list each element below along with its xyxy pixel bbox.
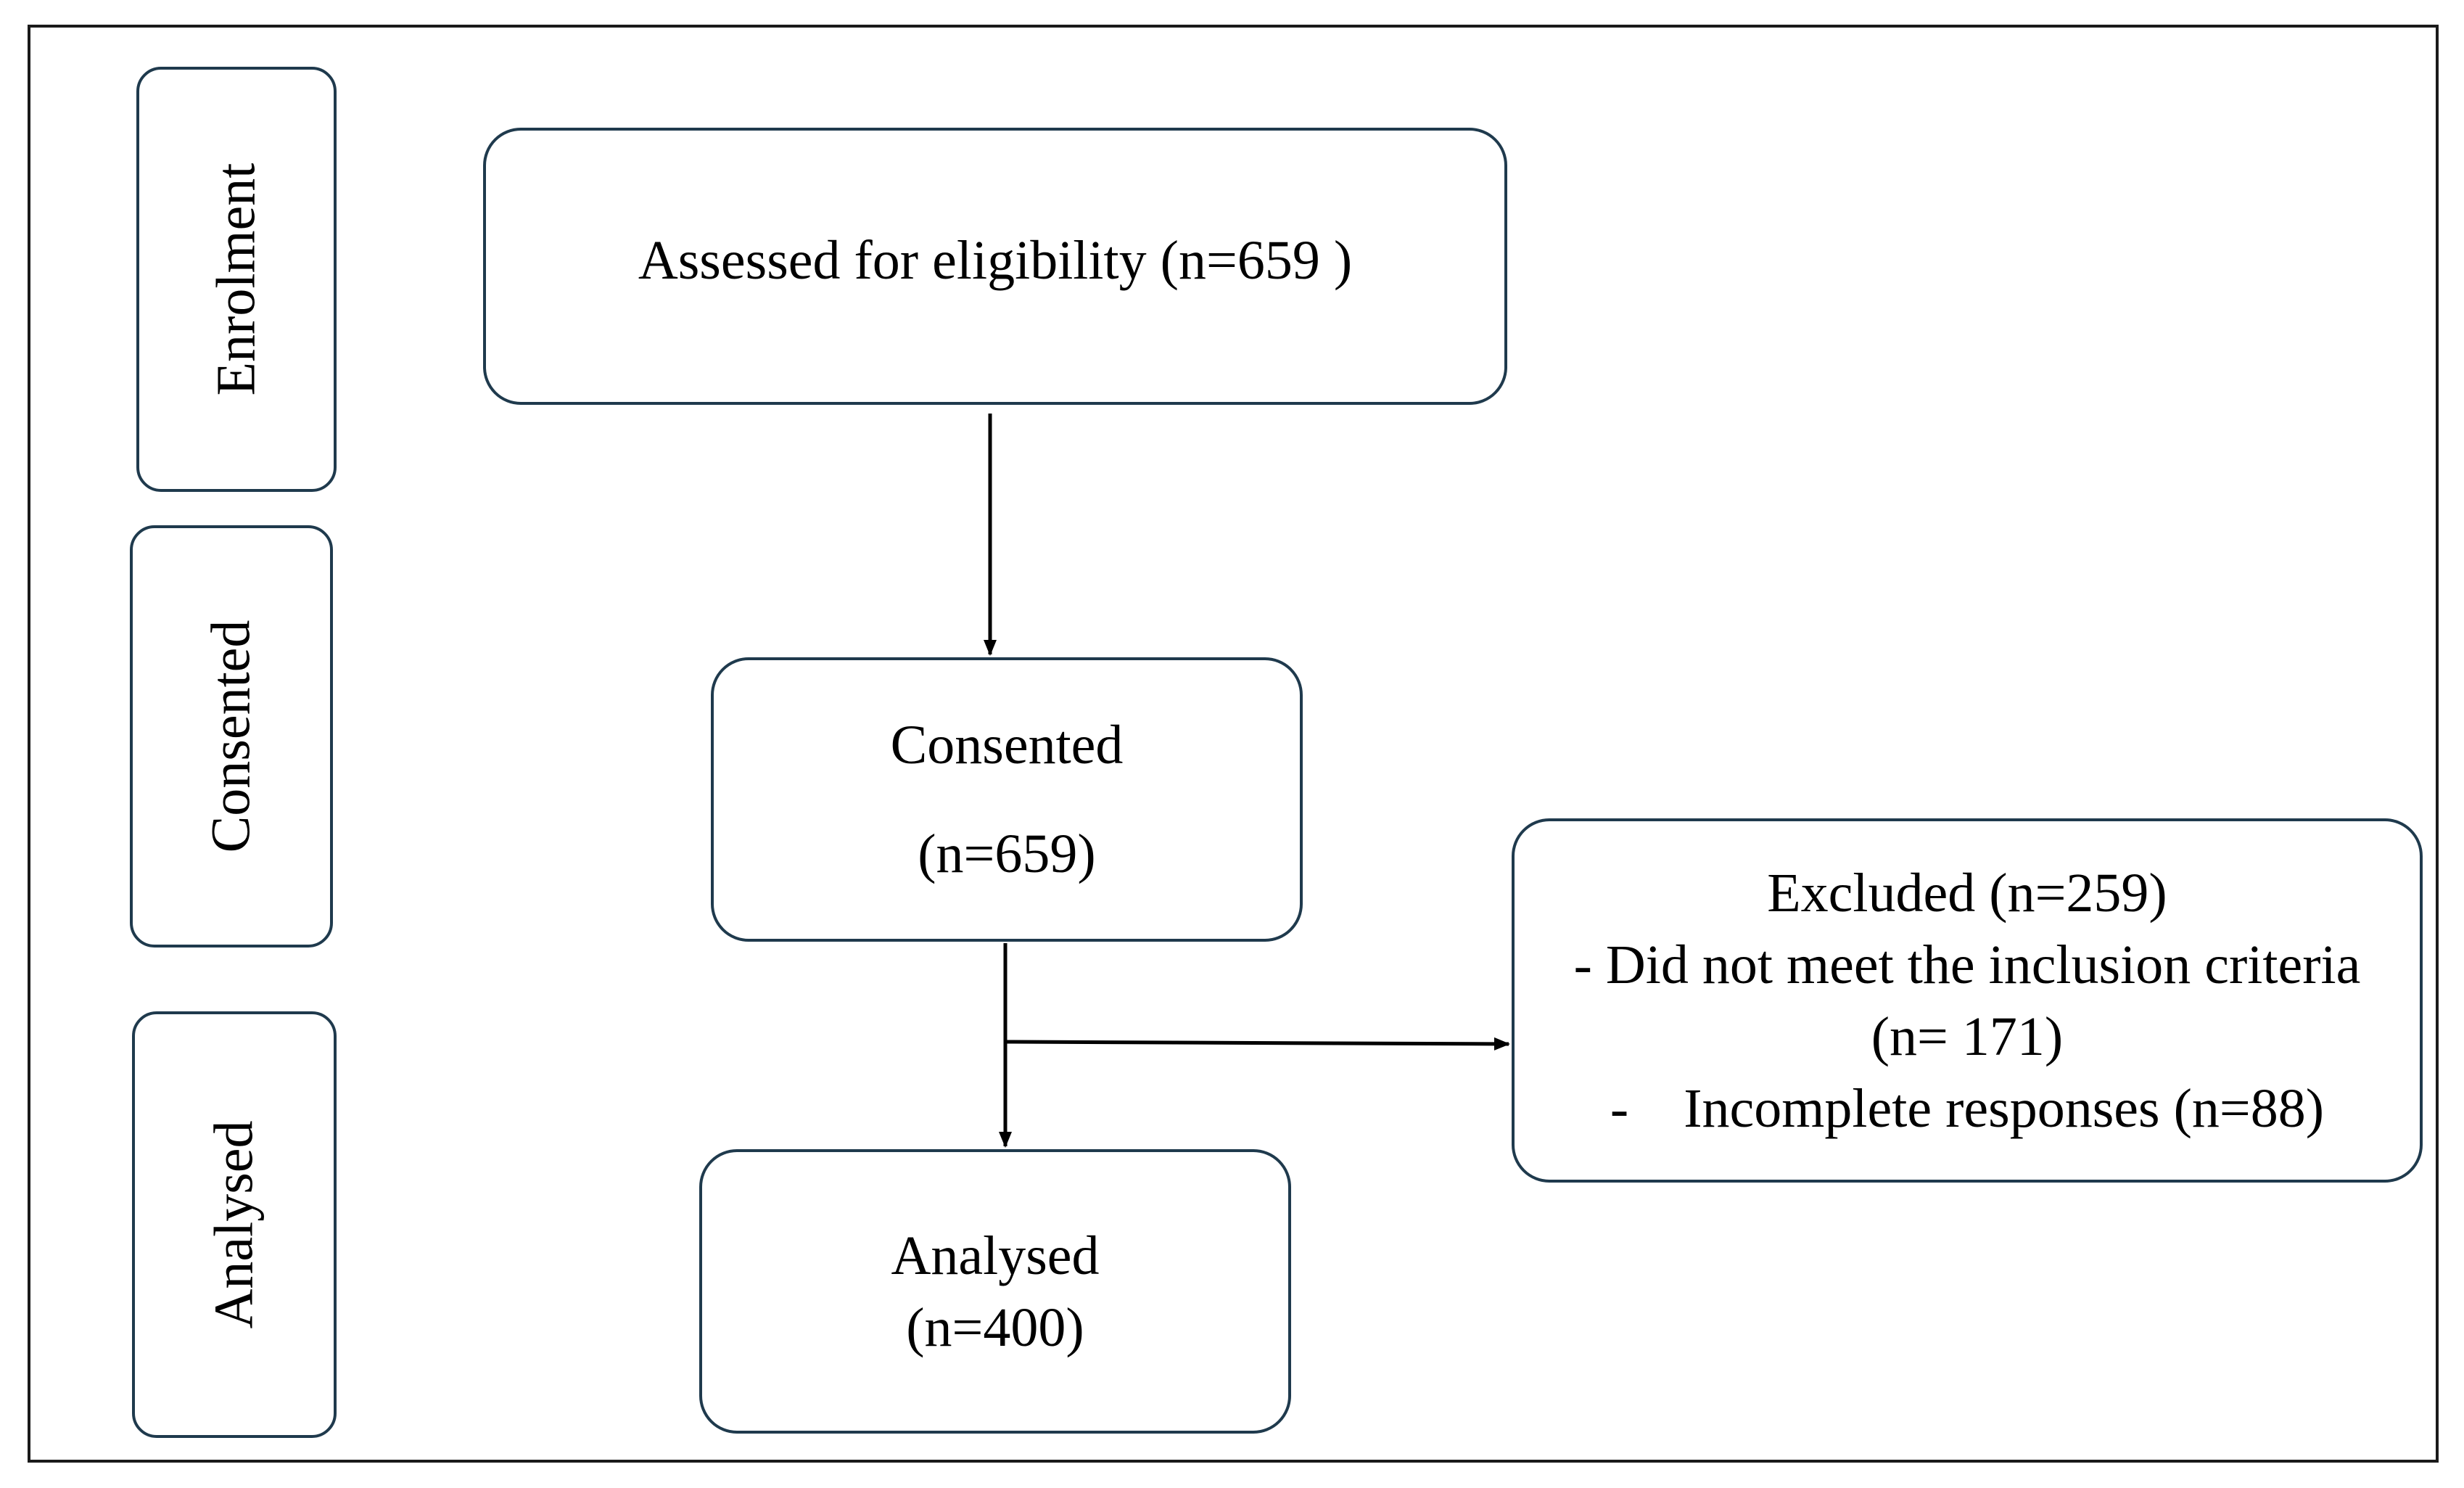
analysed-box: Analysed (n=400): [699, 1149, 1291, 1434]
analysed-title: Analysed: [891, 1225, 1100, 1286]
consented-title: Consented: [890, 715, 1124, 776]
stage-consented-box: Consented: [130, 525, 333, 948]
consented-count: (n=659): [918, 823, 1096, 884]
stage-enrolment-label: Enrolment: [205, 163, 267, 396]
excluded-reason-1: - Did not meet the inclusion criteria: [1573, 934, 2361, 995]
stage-analysed-box: Analysed: [132, 1011, 337, 1438]
excluded-box: Excluded (n=259) - Did not meet the incl…: [1512, 818, 2423, 1183]
stage-consented-label: Consented: [200, 620, 262, 853]
analysed-count: (n=400): [906, 1296, 1084, 1358]
stage-enrolment-box: Enrolment: [136, 67, 337, 492]
stage-analysed-label: Analysed: [203, 1120, 265, 1329]
excluded-reason-1-count: (n= 171): [1871, 1006, 2064, 1067]
consented-box: Consented (n=659): [711, 657, 1303, 942]
assessed-box: Assessed for eligibility (n=659 ): [483, 128, 1507, 405]
diagram-frame: [28, 25, 2439, 1463]
excluded-title: Excluded (n=259): [1767, 862, 2167, 924]
assessed-text: Assessed for eligibility (n=659 ): [638, 230, 1353, 291]
excluded-reason-2: - Incomplete responses (n=88): [1610, 1077, 2325, 1139]
